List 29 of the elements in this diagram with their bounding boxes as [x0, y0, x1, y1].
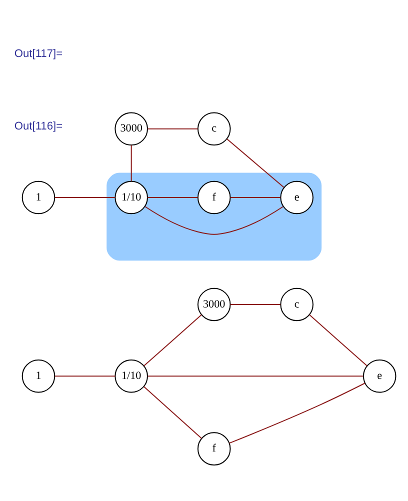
node-circle: f: [197, 180, 231, 214]
node-circle: e: [362, 360, 396, 393]
node-circle: c: [280, 288, 314, 322]
connector: [144, 314, 202, 366]
label: Out[117]=: [14, 48, 63, 60]
cluster: [106, 172, 322, 261]
connector: [226, 138, 284, 188]
connector: [148, 128, 198, 130]
node-circle: 3000: [197, 288, 231, 322]
connector: [54, 197, 116, 198]
connector: [230, 304, 280, 305]
node-circle: e: [280, 180, 314, 214]
connector: [230, 197, 280, 198]
connector: [148, 197, 198, 198]
connector: [229, 382, 366, 444]
connector: [144, 206, 284, 235]
connector: [54, 376, 116, 377]
connector: [309, 314, 368, 366]
node-circle: 1/10: [114, 360, 148, 393]
node-circle: 3000: [114, 112, 148, 146]
node-circle: 1: [22, 180, 56, 214]
node-circle: f: [197, 432, 231, 466]
node-circle: 1/10: [114, 180, 148, 214]
node-circle: c: [197, 112, 231, 146]
connector: [148, 376, 364, 377]
connector: [144, 386, 202, 439]
label: Out[116]=: [14, 120, 63, 133]
node-circle: 1: [22, 360, 56, 393]
connector: [130, 145, 132, 182]
